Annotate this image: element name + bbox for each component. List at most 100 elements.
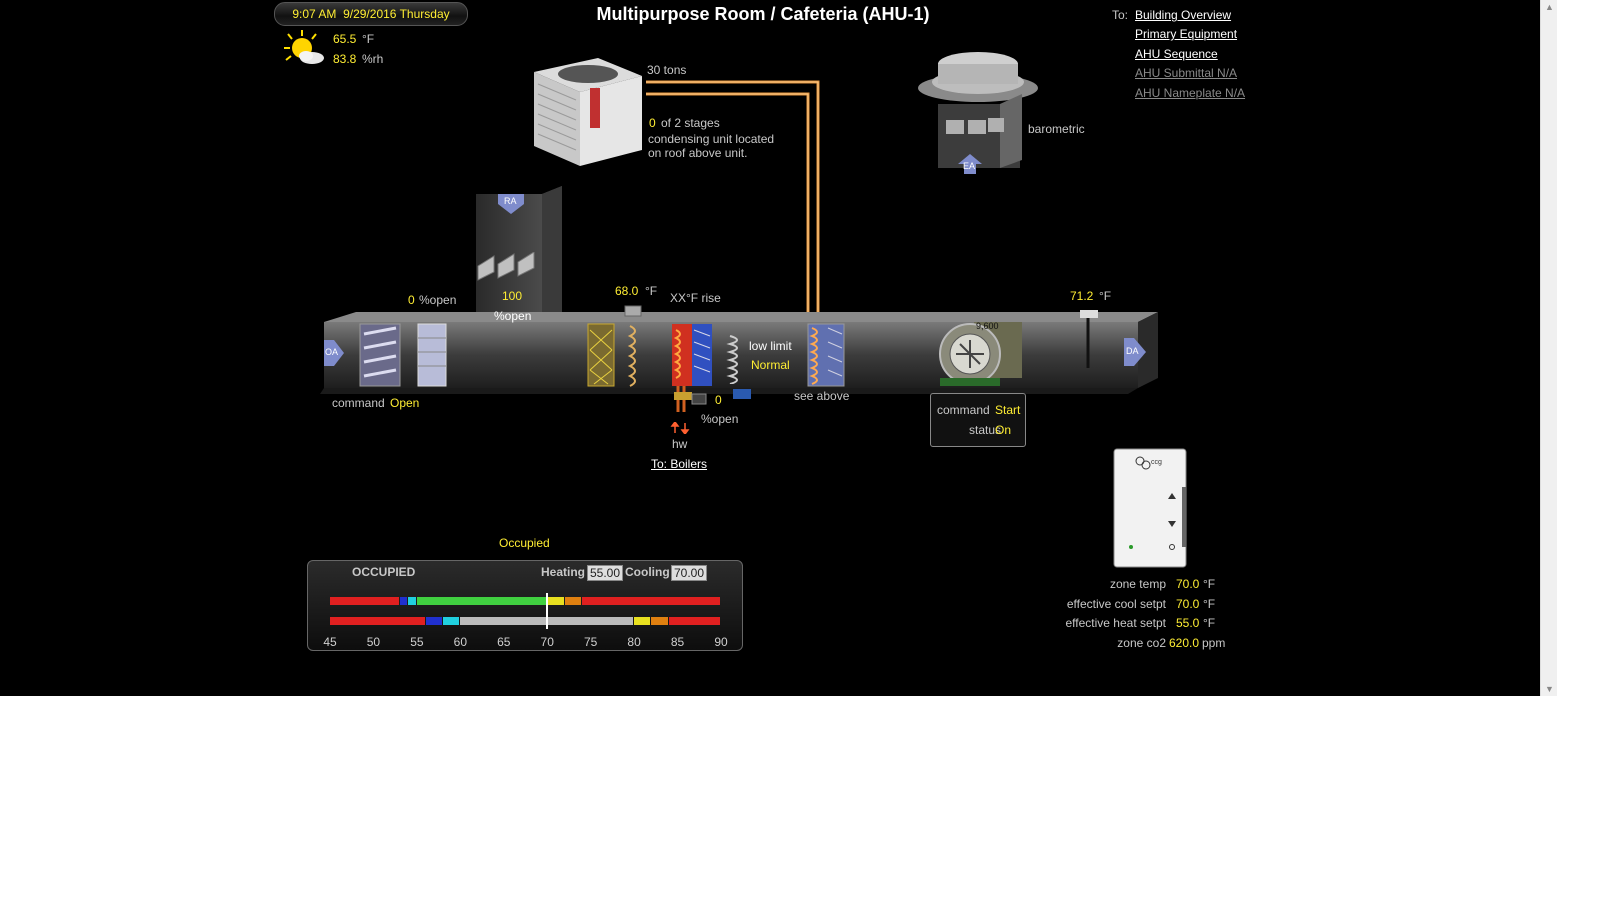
sun-cloud-icon xyxy=(284,30,324,64)
gauge-segment-cyan xyxy=(442,617,460,625)
gauge-tick-label: 80 xyxy=(627,635,641,649)
low-limit-device-icon xyxy=(733,389,751,399)
discharge-air-arrow-icon xyxy=(1124,338,1146,366)
gauge-segment-cyan xyxy=(408,597,416,605)
gauge-tick-label: 50 xyxy=(366,635,381,649)
scroll-up-arrow-icon[interactable]: ▲ xyxy=(1545,2,1554,12)
scroll-down-arrow-icon[interactable]: ▼ xyxy=(1545,684,1554,694)
outside-damper-unit: %open xyxy=(419,293,457,307)
exhaust-label: barometric xyxy=(1028,122,1085,136)
nav-primary-equipment-link[interactable]: Primary Equipment xyxy=(1135,27,1238,41)
gauge-segment-yellow xyxy=(547,597,564,605)
outdoor-temp-unit: °F xyxy=(362,32,375,46)
zone-temp-value: 70.0 xyxy=(1176,577,1200,591)
outside-damper-command-value[interactable]: Open xyxy=(390,396,420,410)
low-limit-status: Normal xyxy=(751,358,790,372)
hot-water-label: hw xyxy=(672,437,688,451)
fan-status-value: On xyxy=(995,423,1012,437)
mixed-air-sensor-icon xyxy=(624,305,642,317)
cooling-coil-note: see above xyxy=(794,389,850,403)
condenser-note-1: condensing unit located xyxy=(648,132,775,146)
nav-ahu-sequence-link[interactable]: AHU Sequence xyxy=(1135,47,1218,61)
discharge-badge: DA xyxy=(1126,346,1139,356)
fan-command-label: command xyxy=(937,403,990,417)
cooling-setpoint-value[interactable]: 70.00 xyxy=(671,565,708,581)
gauge-tick-label: 85 xyxy=(670,635,685,649)
outside-damper-command-label: command xyxy=(332,396,385,410)
heat-setpt-label: effective heat setpt xyxy=(1065,616,1166,630)
hot-water-valve-actuator-icon xyxy=(691,393,707,405)
nav-ahu-nameplate-link[interactable]: AHU Nameplate N/A xyxy=(1135,86,1246,100)
return-damper-value: 100 xyxy=(502,289,523,303)
datetime-display: 9:07 AM 9/29/2016 Thursday xyxy=(274,2,468,26)
discharge-temp-value: 71.2 xyxy=(1070,289,1094,303)
dx-cooling-coil xyxy=(807,323,845,387)
clock-date: 9/29/2016 xyxy=(343,7,397,21)
heating-setpoint-value[interactable]: 55.00 xyxy=(587,565,624,581)
gauge-tick-label: 60 xyxy=(453,635,467,649)
heat-setpt-value: 55.0 xyxy=(1176,616,1200,630)
exhaust-badge: EA xyxy=(963,161,976,171)
outside-air-arrow-icon xyxy=(324,340,344,366)
boilers-link[interactable]: To: Boilers xyxy=(651,457,708,471)
outdoor-rh-unit: %rh xyxy=(362,52,384,66)
low-limit-label: low limit xyxy=(749,339,792,353)
condenser-stages-value: 0 xyxy=(649,116,656,130)
return-air-arrow-icon xyxy=(498,194,524,214)
current-value-marker xyxy=(546,593,549,629)
zone-co2-unit: ppm xyxy=(1202,636,1226,650)
zone-co2-label: zone co2 xyxy=(1117,636,1166,650)
cool-setpt-unit: °F xyxy=(1203,597,1216,611)
gauge-tick-label: 55 xyxy=(410,635,424,649)
outdoor-rh-value: 83.8 xyxy=(333,52,357,66)
heating-valve-unit: %open xyxy=(701,412,739,426)
nav-building-overview-link[interactable]: Building Overview xyxy=(1135,8,1232,22)
zone-co2-value: 620.0 xyxy=(1169,636,1200,650)
return-damper-unit: %open xyxy=(494,309,532,323)
clock-time: 9:07 AM xyxy=(292,7,337,21)
gauge-segment-yellow xyxy=(634,617,651,625)
zone-thermostat-image xyxy=(1113,448,1187,568)
mixed-air-temp-value: 68.0 xyxy=(615,284,639,298)
nav-ahu-submittal-link[interactable]: AHU Submittal N/A xyxy=(1135,66,1238,80)
fan-status-label: status xyxy=(969,423,1002,437)
discharge-air-sensor-icon xyxy=(1080,310,1098,368)
outside-damper-value: 0 xyxy=(408,293,415,307)
zone-temp-unit: °F xyxy=(1203,577,1216,591)
gauge-segment-orange xyxy=(651,617,668,625)
fan-cfm: 9,600 xyxy=(976,321,999,331)
outdoor-temp-value: 65.5 xyxy=(333,32,357,46)
gauge-segment-blue xyxy=(425,617,442,625)
heating-valve-value: 0 xyxy=(715,393,722,407)
exhaust-air-arrow-icon xyxy=(958,154,982,174)
heat-setpt-unit: °F xyxy=(1203,616,1216,630)
cool-setpt-label: effective cool setpt xyxy=(1066,597,1166,611)
fan-command-value[interactable]: Start xyxy=(995,403,1021,417)
hot-water-coil xyxy=(672,324,712,412)
gauge-segment-red xyxy=(581,597,720,605)
filter-and-coil xyxy=(587,323,636,387)
vertical-scrollbar[interactable]: ▲ ▼ xyxy=(1540,0,1557,696)
low-limit-coil-icon xyxy=(726,335,738,384)
heating-rise: XX°F rise xyxy=(670,291,721,305)
condenser-capacity: 30 tons xyxy=(647,63,687,77)
page-title: Multipurpose Room / Cafeteria (AHU-1) xyxy=(596,4,930,24)
return-air-badge: RA xyxy=(504,196,517,206)
supply-return-arrows-icon xyxy=(670,422,690,434)
cooling-setpoint-label: Cooling xyxy=(625,565,670,579)
ahu-graphic-screen: Multipurpose Room / Cafeteria (AHU-1) 9:… xyxy=(0,0,1540,696)
discharge-temp-unit: °F xyxy=(1099,289,1112,303)
gauge-segment-red xyxy=(330,597,399,605)
gauge-tick-label: 90 xyxy=(714,635,728,649)
occupancy-mode: OCCUPIED xyxy=(352,565,416,579)
refrigerant-lines xyxy=(646,80,820,326)
gauge-segment-blue xyxy=(399,597,408,605)
gauge-segment-red xyxy=(330,617,425,625)
unoccupied-setpoint-bar xyxy=(308,617,742,625)
condenser-stages-text: of 2 stages xyxy=(661,116,720,130)
occupied-setpoint-bar xyxy=(308,597,742,605)
thermostat-brand: ccg xyxy=(1151,459,1162,466)
fan-control-panel: command Start status On xyxy=(930,393,1026,447)
condenser-note-2: on roof above unit. xyxy=(648,146,748,160)
